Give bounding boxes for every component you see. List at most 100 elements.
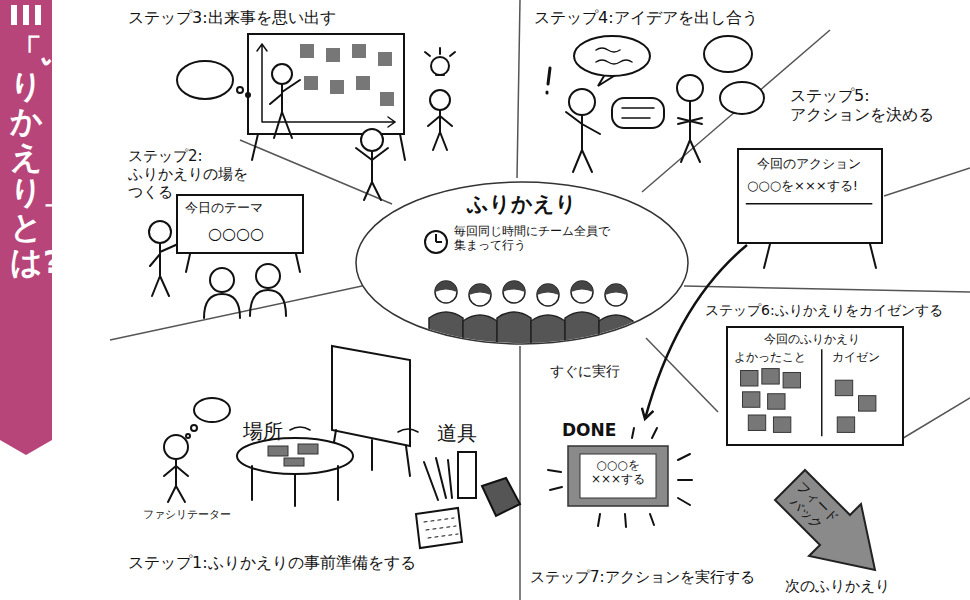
feedback-arrow-node: フィード バック <box>775 470 879 574</box>
step2-illustration <box>186 254 300 272</box>
sector-line <box>519 346 521 600</box>
done-card <box>580 454 656 498</box>
sector-line <box>900 398 970 440</box>
drawing <box>378 52 392 66</box>
step1-illustration <box>237 438 353 474</box>
step2-illustration <box>210 268 234 292</box>
drawing <box>300 44 314 58</box>
board-node: 今回のアクション ○○○を×××する! <box>737 148 883 244</box>
step-label: ファシリテーター <box>143 508 231 521</box>
drawing <box>352 44 366 58</box>
step3-illustration <box>272 64 292 84</box>
person-head <box>537 284 559 306</box>
step-label: 道具 <box>437 421 477 445</box>
title-band <box>0 0 52 455</box>
step3-illustration <box>430 90 450 110</box>
step-label: ステップ4:アイデアを出し合う <box>534 8 758 27</box>
step4-illustration <box>678 101 702 162</box>
center-ellipse-node: ふりかえり毎回同じ時間にチーム全員で 集まって行う <box>354 180 690 346</box>
drawing <box>304 76 318 90</box>
person-body <box>599 315 633 350</box>
step5-illustration <box>764 244 876 268</box>
step2-illustration <box>250 290 286 316</box>
drawing <box>300 44 394 106</box>
board-rule <box>746 203 873 204</box>
person-head <box>571 281 593 303</box>
person-hair <box>503 281 525 292</box>
step4-illustration <box>720 82 764 114</box>
step4-illustration <box>612 98 664 128</box>
step4-illustration <box>622 108 654 118</box>
step3-illustration <box>237 87 243 93</box>
step-label: ステップ6:ふりかえりをカイゼンする <box>705 302 943 319</box>
step3-illustration <box>361 129 383 151</box>
step1-illustration <box>186 434 190 438</box>
step4-illustration <box>566 112 600 172</box>
title-band <box>23 5 29 25</box>
step1-illustration <box>191 425 197 431</box>
step1-illustration <box>252 466 338 506</box>
clock-hands <box>436 234 442 242</box>
step4-illustration <box>677 75 703 101</box>
sticky-note <box>859 396 876 411</box>
step-label: ステップ2: ふりかえりの場を つくる <box>128 147 278 201</box>
person-head <box>605 284 627 306</box>
node-text: ○○○を×××する! <box>747 178 858 194</box>
node-text: 今回のふりかえり <box>728 332 896 346</box>
drawing <box>268 446 288 456</box>
sector-line <box>884 168 970 196</box>
step3-illustration <box>425 48 455 150</box>
title-band <box>11 5 17 25</box>
step1-illustration <box>424 518 458 538</box>
sticky-note <box>743 392 760 407</box>
step2-illustration <box>256 264 280 288</box>
drawing <box>298 444 318 454</box>
drawing <box>380 92 394 106</box>
sticky-note <box>748 415 765 430</box>
clock-icon <box>425 231 447 253</box>
node-text: カイゼン <box>832 350 880 364</box>
sector-line <box>684 286 970 292</box>
node-text: DONE <box>562 420 616 440</box>
node-text: 今回のアクション <box>757 156 861 172</box>
sticky-note <box>773 417 790 432</box>
done-rays <box>548 428 692 527</box>
title-band <box>35 5 41 25</box>
sector-line <box>110 286 362 340</box>
title-text: 「ふりかえり」とは? <box>10 34 42 280</box>
feedback-arrow <box>775 470 875 570</box>
step1-illustration <box>416 508 462 548</box>
step-label: 次のふりかえり <box>785 577 890 595</box>
step1-illustration <box>164 459 188 502</box>
title-band <box>0 0 52 455</box>
step-label: ステップ5: アクションを決める <box>790 86 960 124</box>
step4-illustration <box>596 48 632 64</box>
person-body <box>531 315 565 350</box>
sticky-note <box>837 417 854 432</box>
team-members <box>429 281 633 350</box>
node-text: ふりかえり <box>354 192 690 217</box>
person-hair <box>537 284 559 295</box>
person-hair <box>469 284 491 295</box>
step1-illustration <box>482 478 520 516</box>
node-text: よかったこと <box>734 350 806 364</box>
step1-illustration <box>290 427 418 432</box>
step3-illustration <box>246 93 250 97</box>
sticky-note <box>762 369 779 384</box>
board-node: 今回のふりかえりよかったこと カイゼン <box>726 326 904 446</box>
sticky-note <box>768 394 785 409</box>
step1-illustration <box>194 398 230 422</box>
person-hair <box>571 281 593 292</box>
step3-illustration <box>356 148 388 200</box>
drawing <box>268 444 318 466</box>
done-rays <box>678 454 692 505</box>
node-text: 今日のテーマ <box>185 200 263 216</box>
person-hair <box>605 284 627 295</box>
step3-illustration <box>257 44 395 127</box>
board-node: 今日のテーマ○○○○ <box>176 194 304 254</box>
step-label: ステップ3:出来事を思い出す <box>128 8 336 27</box>
person-head <box>503 281 525 303</box>
connector-label: すぐに実行 <box>548 363 622 380</box>
